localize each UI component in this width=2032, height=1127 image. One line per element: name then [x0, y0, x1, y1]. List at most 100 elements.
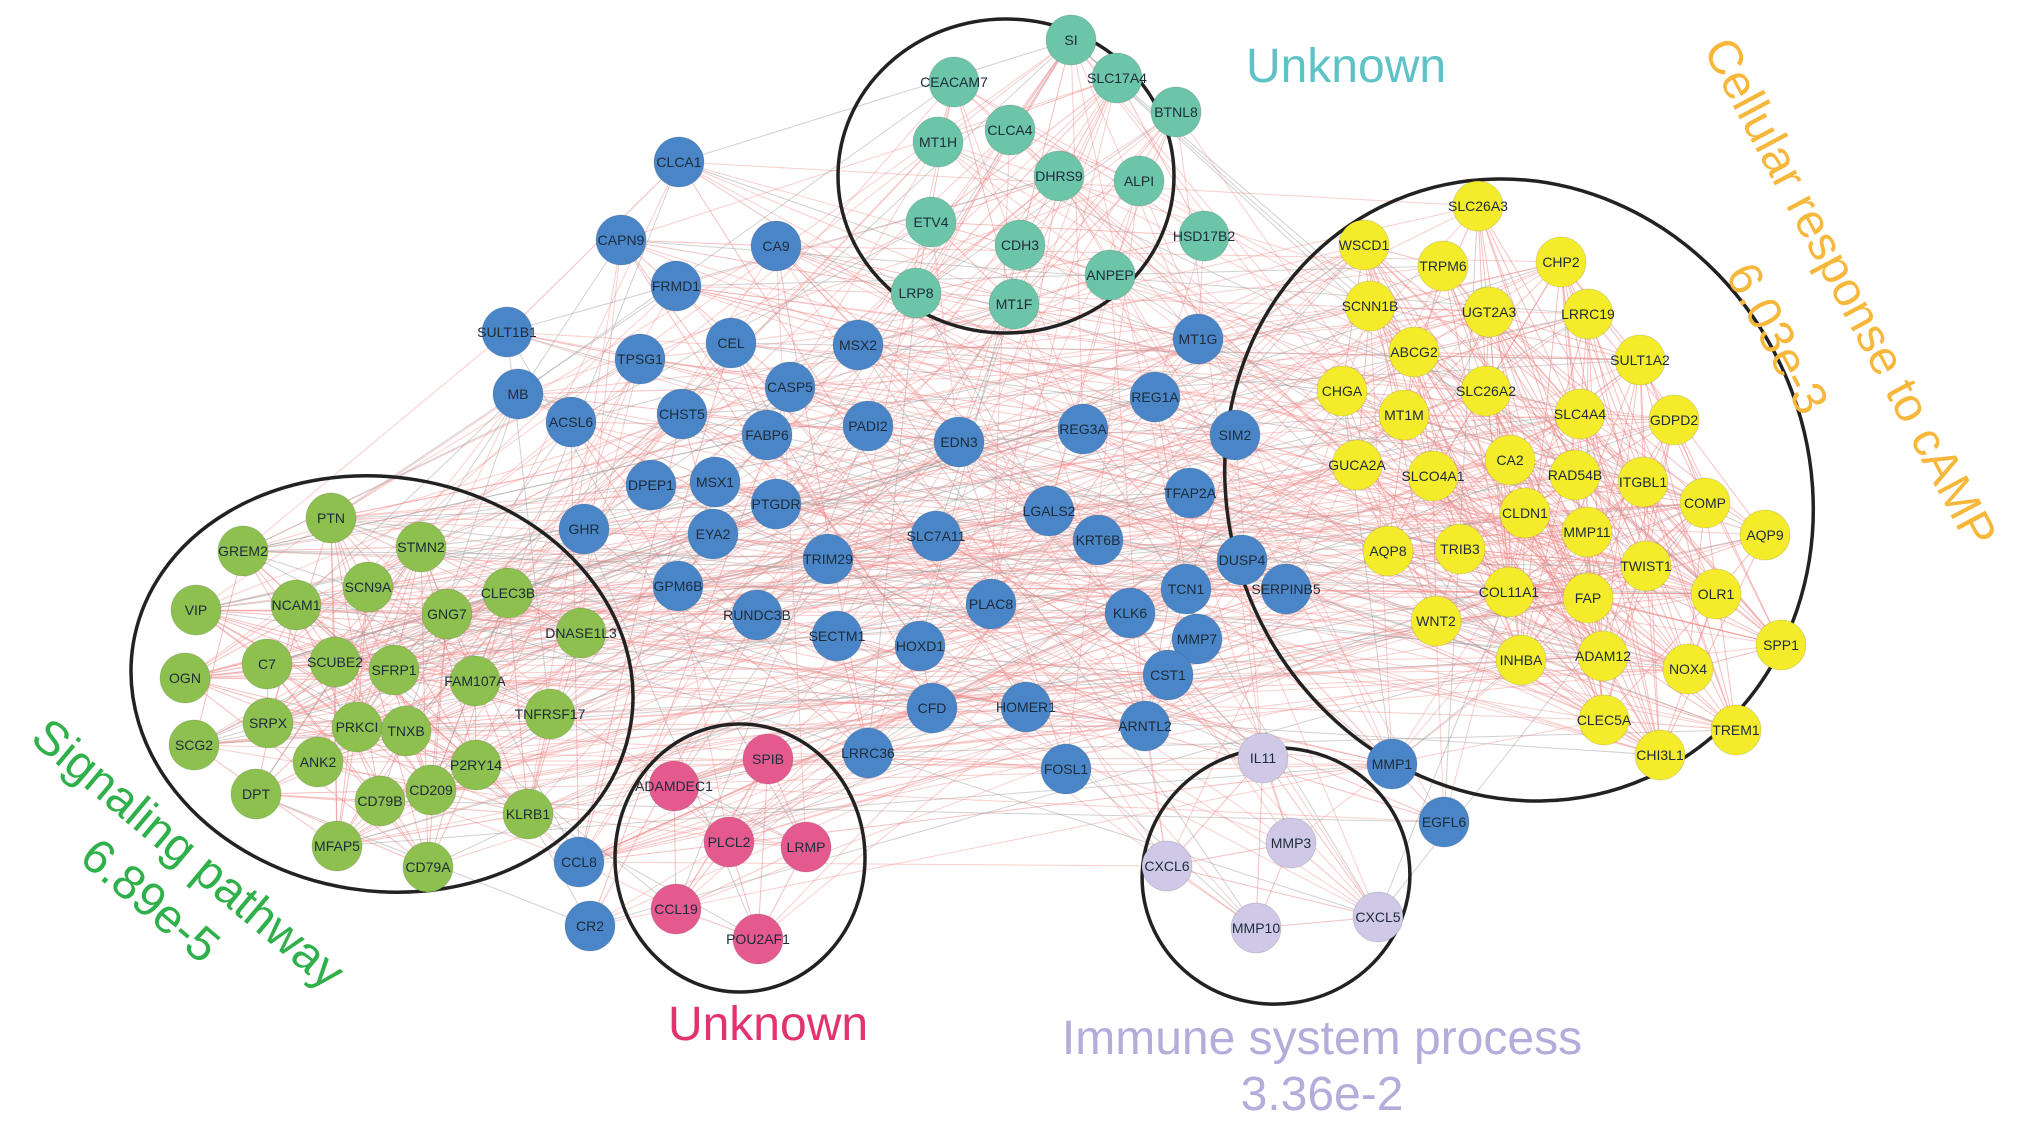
node-label: MB: [508, 386, 529, 402]
node-cr2: CR2: [564, 900, 616, 952]
edge-MSX1-INHBA: [714, 481, 1522, 661]
edge-GDPD2-SPP1: [1673, 419, 1782, 646]
edge-FOSL1-TNXB: [405, 730, 1067, 770]
edge-TPSG1-P2RY14: [475, 358, 641, 766]
node-label: WSCD1: [1339, 237, 1390, 253]
node-label: SI: [1064, 32, 1077, 48]
node-label: GPM6B: [653, 578, 702, 594]
node-mb: MB: [492, 368, 544, 420]
edge-SECTM1-CXCL5: [836, 635, 1379, 918]
edge-CLCA1-SULT1B1: [506, 161, 680, 333]
node-label: PLCL2: [708, 834, 751, 850]
node-cst1: CST1: [1142, 649, 1194, 701]
edge-GHR-VIP: [195, 528, 585, 611]
node-label: CLCA4: [987, 122, 1032, 138]
edge-COL11A1-CXCL5: [1377, 591, 1510, 918]
node-cldn1: CLDN1: [1499, 487, 1551, 539]
edge-CCL8-COL11A1: [578, 591, 1510, 863]
edge-GPM6B-CFD: [677, 585, 933, 709]
teal-cluster-outline: [836, 17, 1176, 335]
edge-DUSP4-OGN: [184, 559, 1243, 679]
edge-DHRS9-LRP8: [915, 175, 1060, 294]
edge-HOMER1-SCN9A: [367, 586, 1027, 708]
node-mt1h: MT1H: [912, 116, 964, 168]
node-circle: [159, 652, 211, 704]
edge-CASP5-TRIB3: [789, 386, 1461, 550]
node-circle: [1164, 467, 1216, 519]
node-circle: [1119, 700, 1171, 752]
node-ogn: OGN: [159, 652, 211, 704]
node-lrrc19: LRRC19: [1561, 288, 1615, 340]
node-circle: [1690, 568, 1742, 620]
node-circle: [1057, 403, 1109, 455]
edge-SLC17A4-HSD17B2: [1116, 77, 1205, 237]
edge-LGALS2-RAD54B: [1048, 474, 1576, 512]
node-label: CEL: [717, 335, 744, 351]
node-cxcl6: CXCL6: [1141, 840, 1193, 892]
edge-MSX2-NCAM1: [295, 344, 859, 606]
node-mfap5: MFAP5: [311, 820, 363, 872]
edge-LRRC19-CHGA: [1341, 313, 1589, 392]
node-label: SRPX: [249, 715, 288, 731]
node-label: ITGBL1: [1619, 474, 1667, 490]
node-label: BTNL8: [1154, 104, 1198, 120]
node-label: SLC26A2: [1456, 383, 1516, 399]
node-label: SCG2: [175, 737, 213, 753]
node-label: DUSP4: [1219, 552, 1266, 568]
node-sim2: SIM2: [1209, 409, 1261, 461]
node-circle: [168, 719, 220, 771]
node-circle: [648, 760, 700, 812]
edge-AQP8-MMP11: [1387, 531, 1588, 552]
edge-ARNTL2-ANPEP: [1109, 274, 1146, 727]
node-circle: [1483, 566, 1535, 618]
edge-GUCA2A-OGN: [184, 464, 1358, 679]
node-ugt2a3: UGT2A3: [1462, 286, 1516, 338]
edge-LRRC36-FOSL1: [867, 752, 1067, 770]
immune-cluster-name: Immune system process: [1062, 1012, 1582, 1065]
edge-STMN2-P2RY14: [420, 546, 477, 766]
edge-INHBA-TNXB: [405, 659, 1522, 732]
node-circle: [1104, 587, 1156, 639]
node-circle: [1434, 523, 1486, 575]
edge-COL11A1-OLR1: [1508, 591, 1717, 595]
edge-GPM6B-COL11A1: [677, 585, 1510, 593]
node-slco4a1: SLCO4A1: [1401, 450, 1465, 502]
edge-MSX2-MMP10: [857, 344, 1257, 929]
node-circle: [1755, 619, 1807, 671]
node-circle: [1417, 240, 1469, 292]
node-circle: [1178, 210, 1230, 262]
node-label: SFRP1: [371, 662, 416, 678]
node-label: HOMER1: [996, 699, 1056, 715]
node-wscd1: WSCD1: [1338, 219, 1390, 271]
node-circle: [910, 510, 962, 562]
edge-ABCG2-NOX4: [1413, 351, 1689, 670]
node-circle: [1230, 902, 1282, 954]
node-fam107a: FAM107A: [444, 655, 506, 707]
node-label: MT1H: [919, 134, 957, 150]
node-circle: [1316, 365, 1368, 417]
edge-CFD-FAM107A: [474, 680, 933, 709]
edge-TRPM6-SRPX: [267, 265, 1444, 724]
node-casp5: CASP5: [764, 361, 816, 413]
edge-CLEC3B-CD79A: [427, 592, 509, 868]
edge-CA9-LRMP: [775, 245, 807, 848]
node-label: MT1F: [996, 296, 1033, 312]
edge-TRPM6-COL11A1: [1442, 265, 1510, 593]
edge-SECTM1-C7: [266, 635, 838, 665]
edge-PLAC8-SCNN1B: [990, 305, 1371, 605]
node-circle: [1091, 52, 1143, 104]
edge-CASP5-CR2: [589, 386, 791, 927]
node-circle: [1113, 155, 1165, 207]
edge-TRIM29-STMN2: [420, 546, 829, 560]
pink-cluster-outline: [613, 722, 867, 994]
edge-CLDN1-CLEC5A: [1524, 512, 1605, 721]
node-circle: [555, 607, 607, 659]
node-circle: [1040, 743, 1092, 795]
edge-LGALS2-ALPI: [1048, 180, 1140, 512]
edge-MB-CEACAM7: [517, 81, 955, 395]
node-label: DPT: [242, 786, 270, 802]
node-circle: [928, 56, 980, 108]
node-label: MMP3: [1271, 835, 1312, 851]
node-slc7a11: SLC7A11: [907, 510, 966, 562]
edge-CHST5-EDN3: [681, 413, 960, 443]
